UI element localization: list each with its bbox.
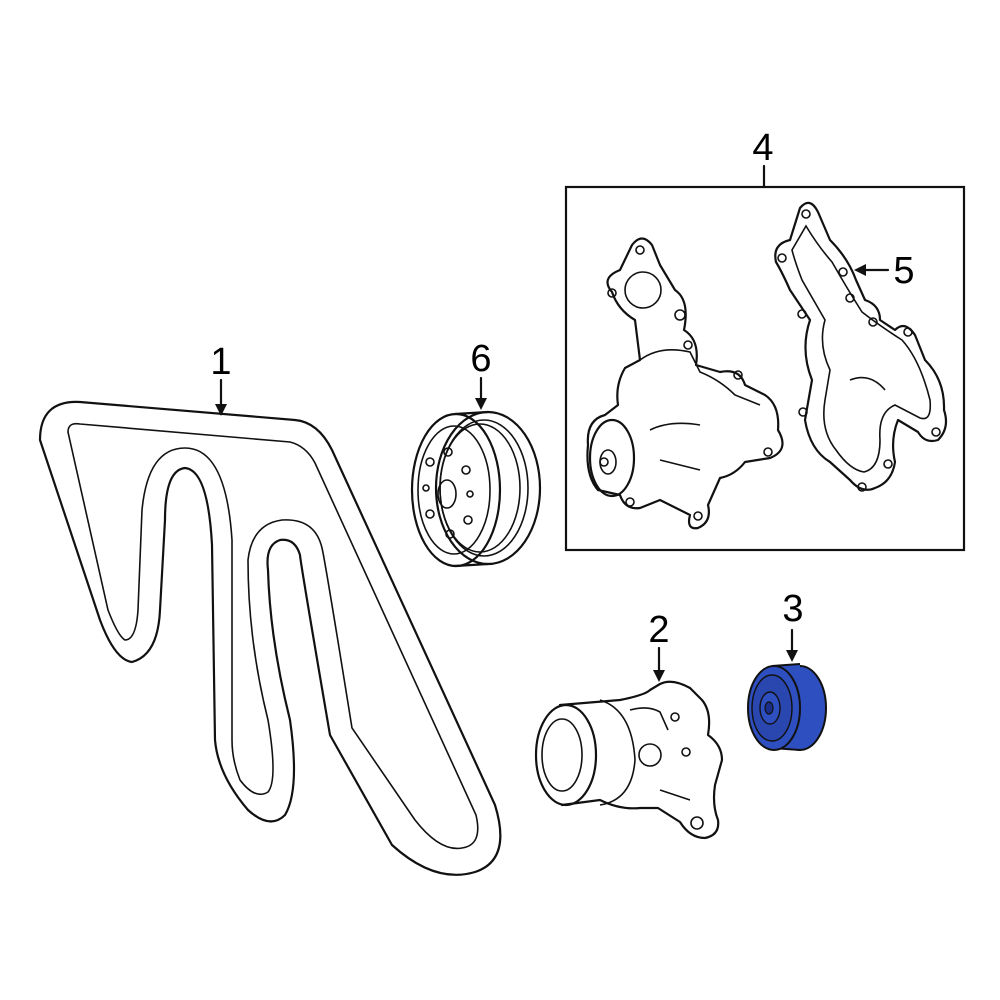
part-3-idler-pulley[interactable] xyxy=(747,663,827,751)
callout-4: 4 xyxy=(752,127,773,169)
part-6-pulley[interactable] xyxy=(410,410,542,568)
callout-5: 5 xyxy=(893,250,914,292)
callout-1: 1 xyxy=(210,341,231,383)
callout-2: 2 xyxy=(648,609,669,651)
part-4-water-pump-box[interactable] xyxy=(564,185,966,552)
leader-lines xyxy=(215,164,890,682)
callout-6: 6 xyxy=(470,338,491,380)
callout-3: 3 xyxy=(782,588,803,630)
part-1-drive-belt[interactable] xyxy=(38,400,502,876)
part-2-tensioner[interactable] xyxy=(534,680,724,840)
